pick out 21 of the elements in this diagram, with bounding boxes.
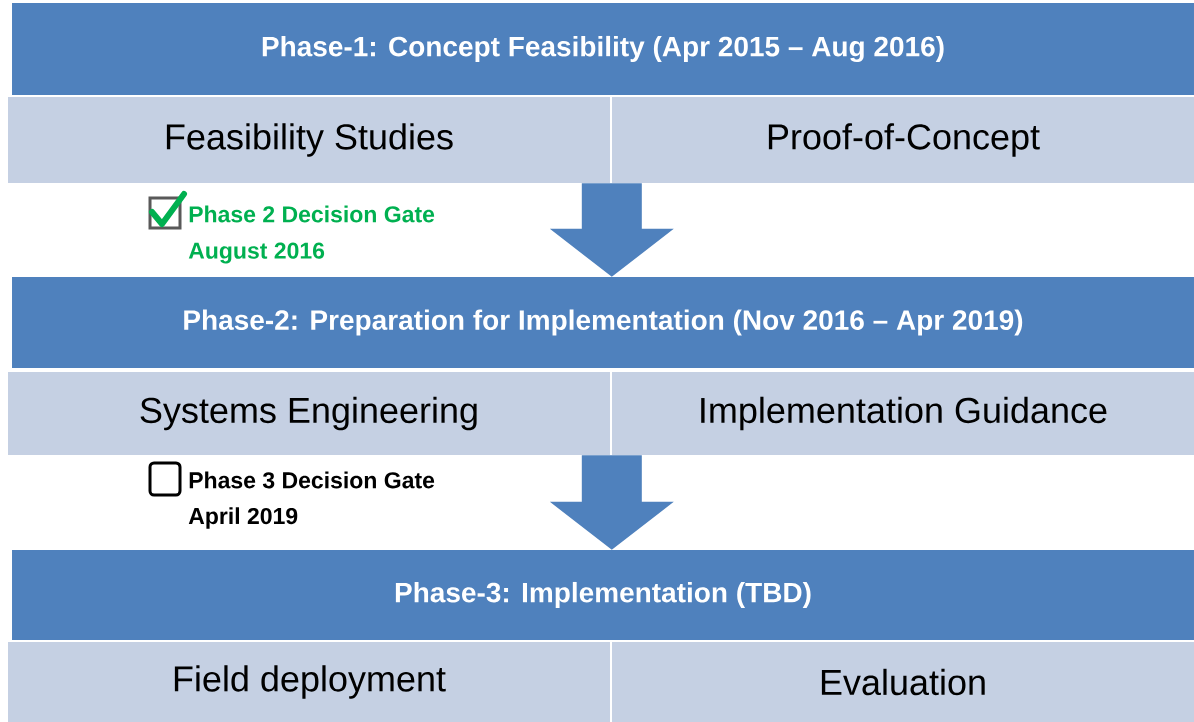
node-label: Evaluation [821, 668, 985, 696]
node-label: Systems Engineering [140, 396, 477, 431]
node-label: Feasibility Studies [166, 123, 453, 157]
node-label: Proof-of-Concept [768, 123, 1040, 157]
activity-cell: Proof-of-Concept [612, 97, 1194, 183]
gate-note: Phase 3 Decision Gate [189, 471, 435, 489]
phase-header: Phase-1: Concept Feasibility (Apr 2015 – Aug 2016) [12, 3, 1194, 95]
phase-header: Phase-2: Preparation for Implementation (Nov 2016 – Apr 2019) [12, 277, 1194, 368]
block-arrow [549, 455, 674, 550]
gate-note: April 2019 [188, 507, 298, 529]
node-label: Implementation Guidance [701, 396, 1107, 431]
activity-cell: Evaluation [612, 642, 1194, 722]
node-label: Field deployment [174, 665, 446, 699]
block-arrow [549, 183, 674, 277]
activity-cell: Implementation Guidance [612, 372, 1194, 455]
gate-note: August 2016 [188, 242, 325, 264]
activity-cell: Field deployment [8, 642, 610, 722]
activity-cell: Feasibility Studies [8, 97, 610, 183]
gate-note: Phase 2 Decision Gate [189, 205, 435, 223]
phase-header: Phase-3: Implementation (TBD) [12, 550, 1194, 640]
activity-cell: Systems Engineering [8, 372, 610, 455]
